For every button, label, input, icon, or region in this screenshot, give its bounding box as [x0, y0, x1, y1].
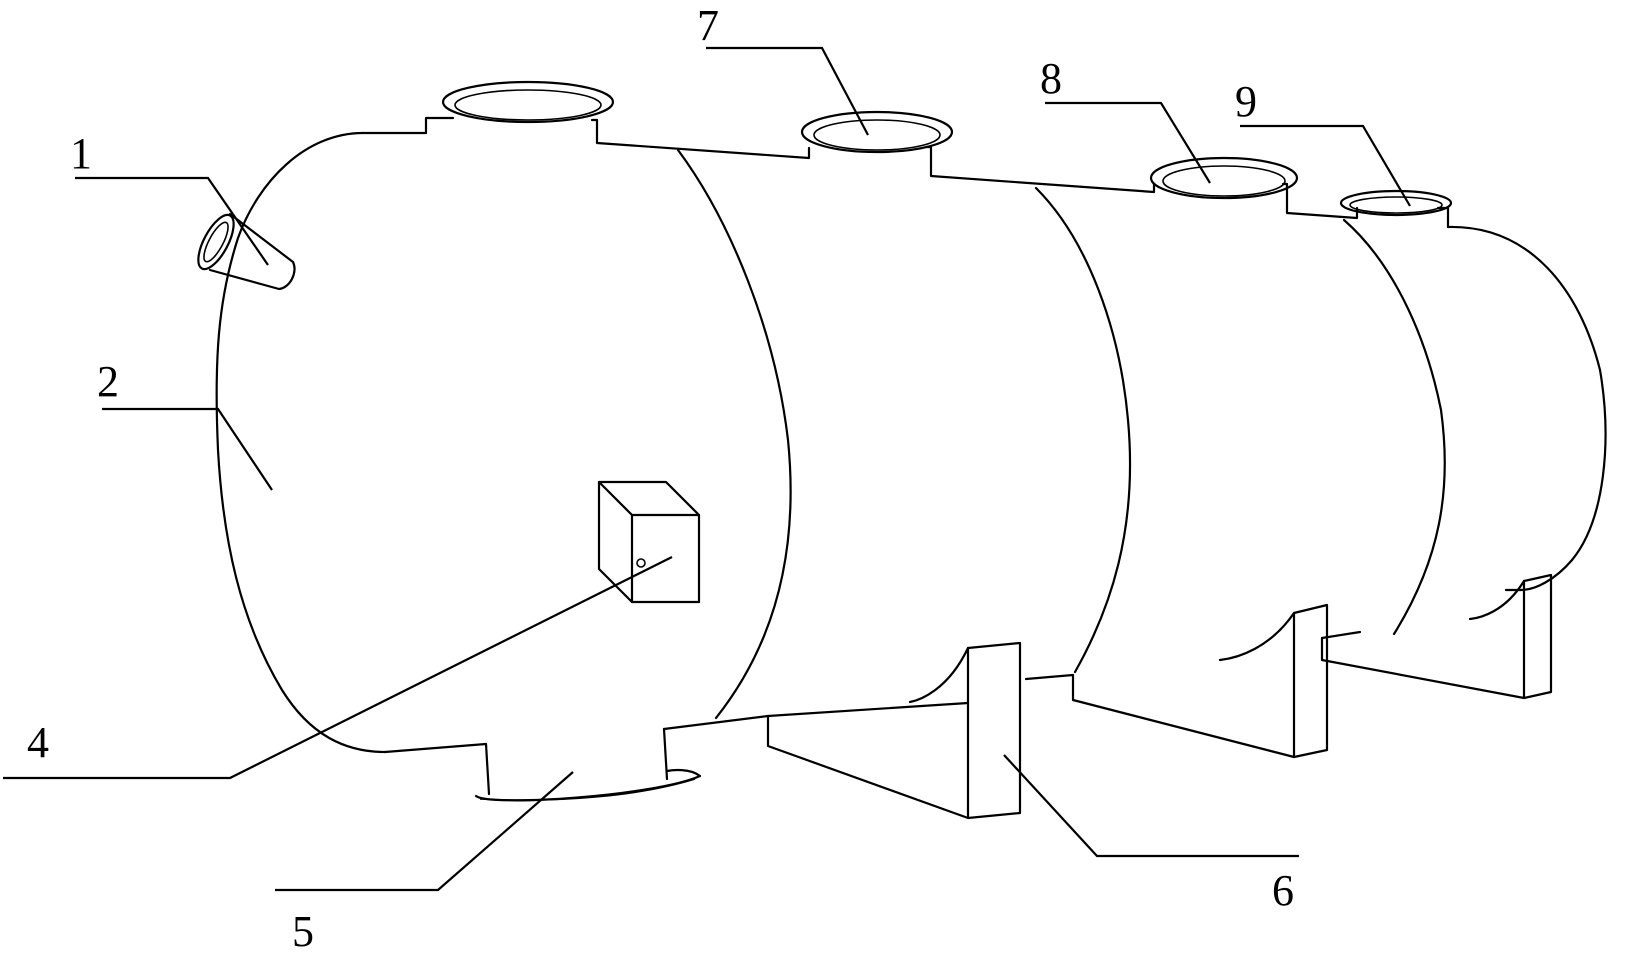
label-9: 9	[1235, 77, 1257, 126]
inlet-pipe	[197, 212, 296, 291]
label-8: 8	[1040, 54, 1062, 103]
label-4: 4	[27, 718, 49, 767]
leader-1	[75, 176, 269, 266]
tank-seam-2	[1034, 186, 1132, 674]
manhole-flange-front	[441, 80, 615, 124]
top-flanges	[441, 80, 1453, 217]
tank-left-end-cap	[215, 131, 387, 754]
tank-right-end-cap	[1446, 225, 1607, 592]
leader-4	[3, 556, 673, 780]
leader-9	[1240, 124, 1411, 207]
bottom-outlet	[474, 727, 702, 802]
leader-8	[1045, 101, 1211, 184]
tank-top-outline	[361, 116, 1450, 229]
saddle-support-2	[1071, 603, 1329, 759]
label-2: 2	[97, 357, 119, 406]
manhole-flange-7	[800, 110, 954, 154]
leader-2	[102, 407, 273, 491]
tank-seam-3	[1342, 218, 1446, 636]
saddle-support-3	[1320, 573, 1553, 700]
leader-7	[706, 46, 869, 136]
leader-6	[1003, 754, 1299, 858]
manhole-flange-8	[1149, 156, 1299, 200]
manhole-flange-9	[1339, 189, 1453, 217]
saddle-support-1	[766, 641, 1022, 820]
control-box	[597, 480, 701, 604]
label-6: 6	[1272, 866, 1294, 915]
part-labels: 1 2 4 5 6 7 8 9	[27, 1, 1294, 956]
tank-seam-1	[676, 148, 792, 720]
label-7: 7	[697, 1, 719, 50]
label-1: 1	[70, 129, 92, 178]
leader-5	[275, 771, 574, 892]
leader-lines	[3, 46, 1411, 892]
label-5: 5	[292, 907, 314, 956]
